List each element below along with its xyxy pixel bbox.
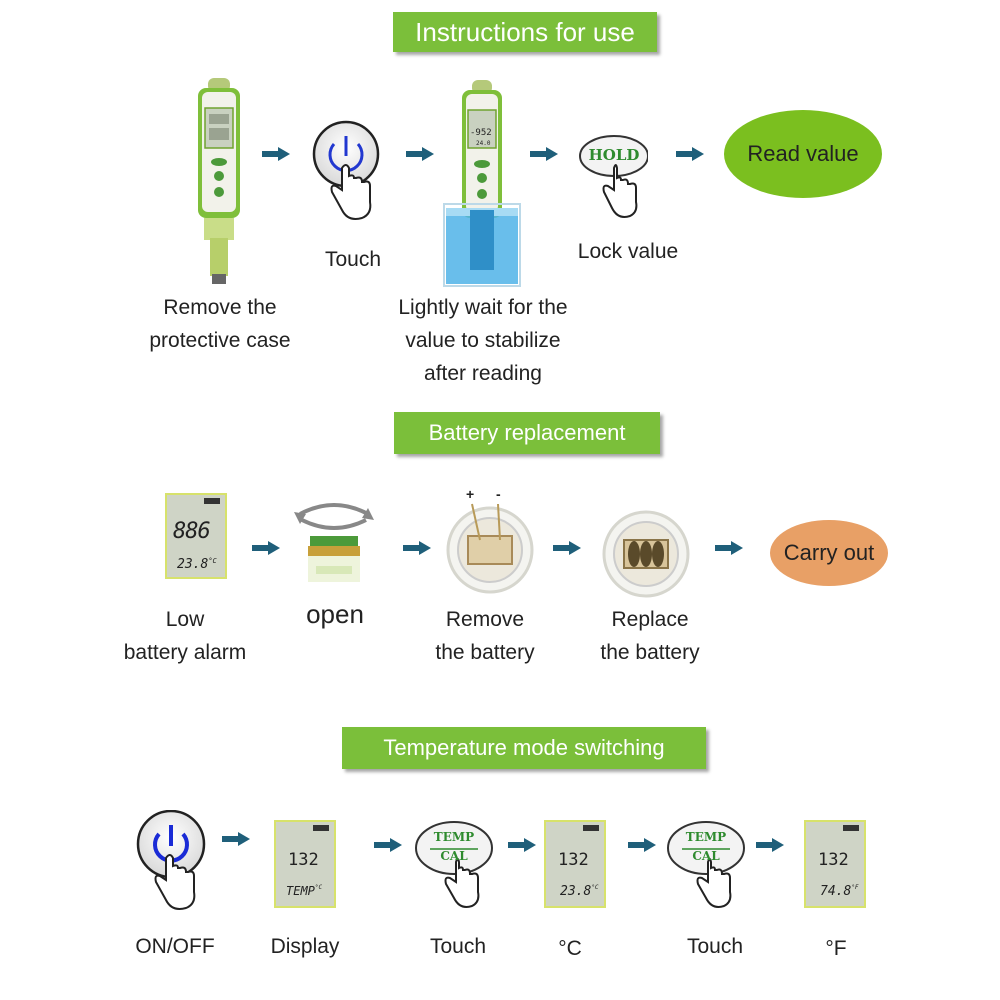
lcd-temp-text-unit: °C (314, 884, 323, 891)
lcd-celsius-value: 23.8 (560, 884, 592, 899)
low-battery-lcd: 886 23.8°C (165, 493, 227, 579)
battery-low-indicator-icon (204, 498, 220, 504)
step-replace-battery-label-1: Replace (611, 608, 689, 631)
temp-cal-button-touch-icon: TEMP CAL (666, 816, 752, 916)
lcd-temp-text: TEMP (286, 884, 315, 898)
section-title-temperature: Temperature mode switching (342, 727, 706, 769)
arrow-right-icon (553, 541, 581, 555)
step-fahrenheit-label: °F (825, 937, 847, 960)
step-remove-case-label: Remove the protective case (120, 291, 320, 357)
battery-compartment-empty-image: + - (440, 486, 540, 594)
lcd-fahrenheit-unit: °F (851, 884, 859, 891)
arrow-right-icon (508, 838, 536, 852)
step-touch-label-1: Touch (429, 935, 487, 958)
hold-button-label: HOLD (588, 146, 640, 164)
carry-out-ellipse: Carry out (770, 520, 888, 586)
lcd-value: 132 (558, 850, 589, 870)
lcd-value: 132 (288, 850, 319, 870)
ph-meter-pen-image (198, 78, 240, 284)
lcd-fahrenheit-line: 74.8°F (820, 884, 859, 899)
open-cap-rotate-icon (294, 503, 374, 582)
step-display-label: Display (270, 935, 340, 958)
fahrenheit-lcd: 132 74.8°F (804, 820, 866, 908)
wait-text: Lightly wait for the value to stabilize … (398, 296, 568, 385)
step-replace-battery-label-2: the battery (600, 641, 700, 664)
section-title-battery: Battery replacement (394, 412, 660, 454)
button-cal-text: CAL (692, 849, 720, 863)
section-title-instructions: Instructions for use (393, 12, 657, 52)
power-button-touch-icon (136, 810, 206, 910)
meter-display-small: 24.0 (476, 140, 491, 147)
step-remove-battery-label-1: Remove (445, 608, 525, 631)
step-low-battery-label-1: Low (165, 608, 205, 631)
remove-case-text: Remove the protective case (149, 296, 291, 352)
lcd-temp-unit: °C (208, 557, 217, 565)
lcd-celsius-line: 23.8°C (560, 884, 599, 899)
arrow-right-icon (374, 838, 402, 852)
polarity-plus-label: + (466, 486, 475, 502)
step-low-battery-label-2: battery alarm (123, 641, 247, 664)
step-touch-label-2: Touch (686, 935, 744, 958)
hold-button-touch-icon: HOLD (578, 134, 648, 224)
temp-cal-button-touch-icon: TEMP CAL (414, 816, 500, 916)
lcd-temp-line: 23.8°C (177, 557, 217, 572)
polarity-minus-label: - (496, 486, 501, 502)
button-cal-text: CAL (440, 849, 468, 863)
step-open-label: open (306, 599, 364, 629)
battery-indicator-icon (313, 825, 329, 831)
arrow-right-icon (530, 147, 558, 161)
arrow-right-icon (756, 838, 784, 852)
step-wait-label: Lightly wait for the value to stabilize … (376, 291, 590, 390)
celsius-lcd: 132 23.8°C (544, 820, 606, 908)
arrow-right-icon (222, 832, 250, 846)
step-celsius-label: °C (558, 937, 582, 960)
button-temp-text: TEMP (685, 830, 727, 844)
power-button-touch-icon (312, 120, 380, 220)
battery-indicator-icon (843, 825, 859, 831)
lcd-celsius-unit: °C (591, 884, 599, 891)
lcd-value: 132 (818, 850, 849, 870)
ph-meter-in-beaker-image: -952 24.0 (436, 80, 526, 290)
arrow-right-icon (715, 541, 743, 555)
lcd-main-value: 886 (173, 519, 211, 544)
arrow-right-icon (406, 147, 434, 161)
step-touch-label: Touch (324, 248, 382, 271)
display-lcd: 132 TEMP°C (274, 820, 336, 908)
battery-indicator-icon (583, 825, 599, 831)
arrow-right-icon (252, 541, 280, 555)
step-onoff-label: ON/OFF (135, 935, 215, 958)
arrow-right-icon (628, 838, 656, 852)
button-temp-text: TEMP (433, 830, 475, 844)
arrow-right-icon (403, 541, 431, 555)
lcd-temp-value: 23.8 (177, 557, 209, 572)
step-remove-battery-label-2: the battery (435, 641, 535, 664)
battery-compartment-full-image (602, 510, 690, 598)
step-lock-value-label: Lock value (577, 240, 679, 263)
meter-display-value: -952 (470, 128, 492, 138)
arrow-right-icon (676, 147, 704, 161)
read-value-ellipse: Read value (724, 110, 882, 198)
lcd-fahrenheit-value: 74.8 (820, 884, 852, 899)
lcd-temp-text-line: TEMP°C (286, 884, 322, 898)
arrow-right-icon (262, 147, 290, 161)
